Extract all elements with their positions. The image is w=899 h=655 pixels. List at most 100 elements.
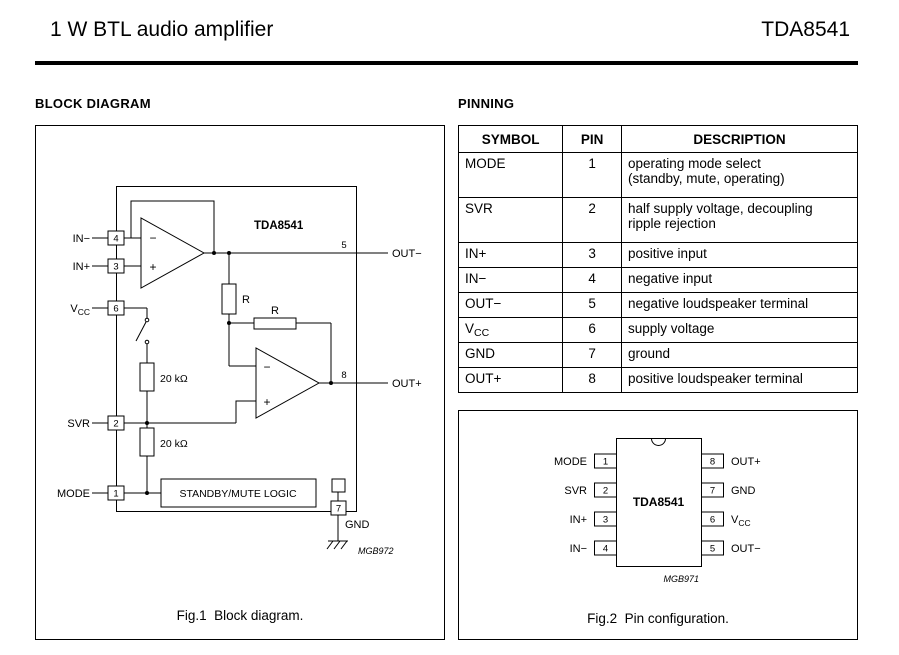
description-cell: negative input	[621, 267, 858, 293]
pin7-number: 7	[710, 486, 715, 497]
symbol-cell: GND	[457, 342, 564, 368]
col-header-symbol: SYMBOL	[457, 125, 564, 153]
pin6-number: 6	[113, 304, 118, 315]
pin8-label: OUT+	[731, 456, 761, 468]
resistor-20k-1-label: 20 kΩ	[160, 373, 188, 385]
pin-cell: 3	[562, 242, 623, 268]
pin-cell: 1	[562, 152, 623, 198]
package-notch	[651, 438, 666, 446]
package-outline	[594, 438, 724, 567]
symbol-cell: OUT+	[457, 367, 564, 393]
fig1-ref-code: MGB972	[358, 546, 394, 556]
pin1-number: 1	[603, 457, 608, 468]
header-rule	[35, 61, 858, 65]
table-row-vcc: VCC 6 supply voltage	[457, 317, 858, 343]
switch-contact-top	[144, 317, 150, 323]
pin7-component-box	[331, 478, 346, 493]
table-row-in-plus: IN+ 3 positive input	[457, 242, 858, 268]
logic-block-label: STANDBY/MUTE LOGIC	[179, 488, 296, 500]
description-cell: negative loudspeaker terminal	[621, 292, 858, 318]
pin5-number: 5	[710, 544, 715, 555]
pin4-box	[107, 230, 125, 246]
ground-icon	[326, 540, 348, 550]
pin-configuration-drawing: TDA8541 MODE 1 SVR 2 IN+ 3 IN− 4 OUT+ 8 …	[554, 438, 761, 584]
pin2-number: 2	[113, 419, 118, 430]
out-plus-label: OUT+	[392, 378, 422, 390]
description-cell: positive loudspeaker terminal	[621, 367, 858, 393]
opamp1-minus-sign: −	[149, 231, 156, 245]
pin3-number: 3	[113, 262, 118, 273]
pinning-table: SYMBOL PIN DESCRIPTION MODE 1 operating …	[457, 125, 858, 393]
pin4-number: 4	[603, 544, 608, 555]
description-cell: ground	[621, 342, 858, 368]
switch-arm	[135, 321, 147, 342]
pin2-box	[594, 482, 617, 498]
col-header-description: DESCRIPTION	[621, 125, 858, 153]
description-cell: positive input	[621, 242, 858, 268]
svr-label: SVR	[67, 418, 90, 430]
block-diagram-drawing: TDA8541 − + − + IN− 4 IN+ 3 VCC 6 SVR 2 …	[57, 186, 422, 556]
symbol-cell: SVR	[457, 197, 564, 243]
pin1-box	[107, 485, 125, 501]
opamp2	[255, 347, 321, 419]
resistor-20k-2-label: 20 kΩ	[160, 438, 188, 450]
pin3-box	[594, 511, 617, 527]
pin4-label: IN−	[570, 543, 587, 555]
table-row-out-minus: OUT− 5 negative loudspeaker terminal	[457, 292, 858, 318]
pin8-box	[701, 453, 724, 469]
pin6-label: VCC	[731, 514, 751, 528]
pinning-heading: PINNING	[458, 96, 515, 111]
block-diagram-heading: BLOCK DIAGRAM	[35, 96, 151, 111]
symbol-cell: IN−	[457, 267, 564, 293]
table-header-row: SYMBOL PIN DESCRIPTION	[457, 125, 858, 153]
symbol-cell: VCC	[457, 317, 564, 343]
pin5-label: OUT−	[731, 543, 761, 555]
fig1-frame: TDA8541 − + − + IN− 4 IN+ 3 VCC 6 SVR 2 …	[35, 125, 445, 640]
pin6-box	[701, 511, 724, 527]
resistor-r2	[253, 317, 297, 330]
pin-cell: 7	[562, 342, 623, 368]
ic-boundary	[116, 186, 357, 512]
pin-cell: 2	[562, 197, 623, 243]
pin1-box	[594, 453, 617, 469]
pin1-number: 1	[113, 489, 118, 500]
pin2-label: SVR	[564, 485, 587, 497]
pin-cell: 6	[562, 317, 623, 343]
pin6-box	[107, 300, 125, 316]
fig2-caption: Fig.2 Pin configuration.	[587, 611, 729, 626]
part-number: TDA8541	[761, 18, 850, 41]
description-cell: operating mode select(standby, mute, ope…	[621, 152, 858, 198]
pin7-box	[701, 482, 724, 498]
opamp1-feedback-wire	[130, 200, 215, 253]
opamp1	[140, 217, 206, 289]
symbol-cell: MODE	[457, 152, 564, 198]
fig2-frame: TDA8541 MODE 1 SVR 2 IN+ 3 IN− 4 OUT+ 8 …	[458, 410, 858, 640]
resistor-r1	[221, 283, 237, 315]
pin-cell: 4	[562, 267, 623, 293]
pin3-box	[107, 258, 125, 274]
switch-contact-bottom	[144, 339, 150, 345]
opamp2-minus-sign: −	[263, 360, 270, 374]
pin7-label: GND	[731, 485, 756, 497]
resistor-20k-1	[139, 362, 155, 392]
fig1-caption: Fig.1 Block diagram.	[176, 608, 304, 623]
pin2-box	[107, 415, 125, 431]
pin4-box	[594, 540, 617, 556]
symbol-cell: OUT−	[457, 292, 564, 318]
chip-label: TDA8541	[633, 495, 685, 509]
pin4-number: 4	[113, 234, 118, 245]
in-plus-label: IN+	[73, 261, 90, 273]
description-cell: supply voltage	[621, 317, 858, 343]
pin2-number: 2	[603, 486, 608, 497]
table-row-in-minus: IN− 4 negative input	[457, 267, 858, 293]
resistor-20k-2	[139, 427, 155, 457]
pin3-label: IN+	[570, 514, 587, 526]
pin6-number: 6	[710, 515, 715, 526]
pin8-number: 8	[710, 457, 715, 468]
pin7-box	[330, 500, 347, 516]
mode-label: MODE	[57, 488, 90, 500]
pin-cell: 8	[562, 367, 623, 393]
